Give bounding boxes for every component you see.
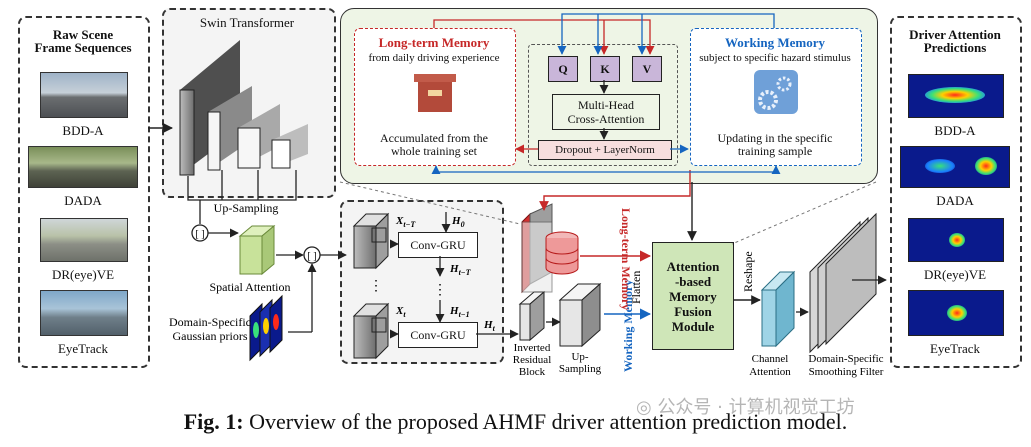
perspective-line-left [339,181,521,225]
smoothing-label-2: Smoothing Filter [809,366,884,378]
swin-block-2-front [207,111,221,171]
inverted-residual-label-3: Block [519,366,546,378]
channel-attention-cube [760,270,796,348]
attention-core-box [528,44,678,166]
ellipsis-middle: ⋮ [433,283,447,298]
value-node: V [632,56,662,82]
inverted-residual-label-2: Residual [513,354,552,366]
multi-head-cross-attention-node: Multi-Head Cross-Attention [552,94,660,130]
watermark: ◎ 公众号 · 计算机视觉工坊 [636,397,855,418]
wechat-icon: ◎ [636,397,658,418]
gears-icon [754,70,798,114]
x-t-label: Xt [395,305,406,319]
smoothing-filter-stack [809,212,877,354]
output-label-dreyeve: DR(eye)VE [923,267,987,282]
input-label-dada: DADA [64,193,102,208]
upsampling-bracket [187,170,297,201]
dada-heat-blob-left [925,159,955,173]
output-label-dada: DADA [936,193,974,208]
upsampling-label: Up-Sampling [214,201,279,215]
eyetrack-attention-heatmap [908,290,1004,336]
output-label-bdda: BDD-A [934,123,976,138]
bdda-attention-heatmap [908,74,1004,118]
long-term-memory-subtitle: from daily driving experience [368,52,500,64]
dropout-layernorm-node: Dropout + LayerNorm [538,140,672,160]
working-memory-title: Working Memory [724,35,825,50]
long-term-memory-desc: Accumulated from the whole training set [380,131,488,158]
eyetrack-heat-blob [947,305,967,321]
priors-label-1: Domain-Specific [169,315,251,329]
input-label-bdda: BDD-A [62,123,104,138]
swin-title: Swin Transformer [199,15,295,30]
upsampling2-label-2: Sampling [559,363,602,375]
figure-caption-text: Overview of the proposed AHMF driver att… [249,409,848,434]
gru-input-cube-top [352,212,390,270]
output-panel-title: Driver Attention Predictions [909,27,1001,55]
input-panel-title: Raw Scene Frame Sequences [34,27,132,55]
key-node: K [590,56,620,82]
arrow-spatial-back [230,210,240,282]
concat-symbol-1: [ ] [195,229,204,240]
gaussian-priors-stack [249,294,283,362]
swin-feature-blocks [179,40,308,176]
gru-input-cube-bottom [352,302,390,360]
eyetrack-frame-thumbnail [40,290,128,336]
swin-block-1-front [179,89,195,176]
figure-caption: Fig. 1: Overview of the proposed AHMF dr… [0,409,1031,435]
upsampling-block-shape [558,282,602,348]
h-t-label: Ht [483,319,496,333]
long-term-memory-title: Long-term Memory [378,35,490,50]
input-label-eyetrack: EyeTrack [57,341,109,356]
conv-gru-block-top: Conv-GRU [398,232,478,258]
dreyeve-attention-heatmap [908,218,1004,262]
attention-memory-fusion-module: Attention -based Memory Fusion Module [652,242,734,350]
input-label-dreyeve: DR(eye)VE [51,267,115,282]
upsampling2-label-1: Up- [571,351,588,363]
bdda-frame-thumbnail [40,72,128,118]
working-memory-desc: Updating in the specific training sample [717,131,833,158]
dada-frame-thumbnail [28,146,138,188]
conv-gru-block-bottom: Conv-GRU [398,322,478,348]
long-term-memory-side-label: Long-term Memory [619,208,633,310]
spatial-attention-label: Spatial Attention [210,280,291,294]
dada-heat-blob-right [975,157,997,175]
dreyeve-frame-thumbnail [40,218,128,262]
arrow-ltm-to-qkv-red [433,19,655,55]
ellipsis-left: ⋮ [369,279,383,294]
smoothing-label-1: Domain-Specific [808,353,883,365]
perspective-line-right [731,181,877,245]
database-icon [545,231,579,275]
channel-attention-label-1: Channel [752,353,789,365]
arrow-wm-to-q-blue [557,13,775,55]
bdda-heat-blob [925,87,985,103]
inverted-residual-block-shape [518,290,546,342]
dreyeve-heat-blob [949,233,965,247]
working-memory-subtitle: subject to specific hazard stimulus [699,52,851,64]
spatial-attention-cube [238,224,276,276]
archive-box-icon [414,74,456,112]
concat-symbol-2: [ ] [307,251,316,262]
h-t-minus-T-label: Ht−T [449,263,472,277]
priors-label-2: Gaussian priors [173,329,248,343]
output-label-eyetrack: EyeTrack [929,341,981,356]
x-t-minus-T-label: Xt−T [395,215,416,229]
inverted-residual-label-1: Inverted [514,342,551,354]
channel-attention-label-2: Attention [749,366,791,378]
h-t-minus-1-label: Ht−1 [449,305,470,319]
working-memory-side-label: Working Memory [621,280,635,372]
arrow-panel-to-ltm-bank [539,170,691,211]
flatten-label: Flatten [629,271,643,304]
query-node: Q [548,56,578,82]
reshape-label: Reshape [741,251,755,292]
h0-label: H0 [451,215,465,229]
dada-attention-heatmap [900,146,1010,188]
figure-number: Fig. 1: [183,409,244,434]
swin-block-4-front [271,139,291,169]
swin-block-3-front [237,127,261,169]
